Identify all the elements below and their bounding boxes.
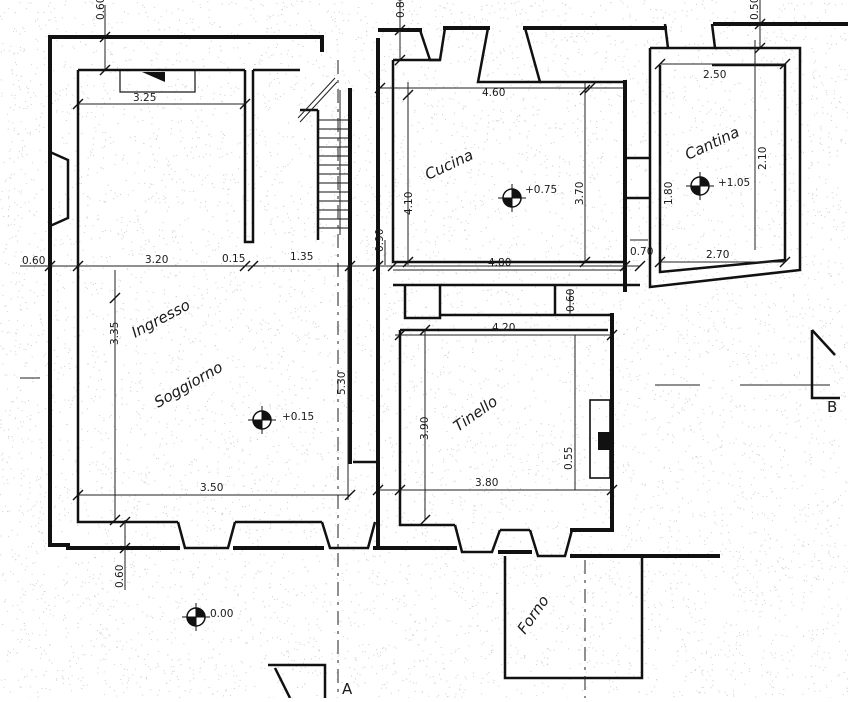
- soggiorno-inner-left: [78, 70, 178, 522]
- window-tinello-right: [530, 530, 572, 556]
- level-marker-cucina: [498, 184, 526, 212]
- room-label-soggiorno: Soggiorno: [151, 358, 226, 412]
- partition-wall: [245, 70, 253, 242]
- dim-soggiorno-bottom-width: 3.50: [200, 482, 223, 494]
- dimension-lines: [20, 0, 785, 590]
- dim-soggiorno-height: 3.35: [109, 322, 121, 345]
- dim-cucina-top-width: 4.60: [482, 87, 505, 99]
- section-lines: [20, 60, 840, 698]
- window-bottom-mid: [322, 522, 375, 548]
- dim-partition-width: 0.15: [222, 253, 245, 265]
- dim-cantina-top-width: 2.50: [703, 69, 726, 81]
- walls: [50, 24, 848, 678]
- niche-mark: [142, 72, 165, 82]
- stair-steps: [318, 120, 350, 228]
- dim-cucina-left-height: 4.10: [403, 192, 415, 215]
- level-marker-outside: [182, 603, 210, 631]
- stair-cut-line: [298, 78, 335, 118]
- level-marker-soggiorno: [248, 406, 276, 434]
- section-label-a: A: [342, 680, 353, 698]
- level-cucina: +0.75: [525, 184, 557, 196]
- dim-soggiorno-top-width: 3.25: [133, 92, 156, 104]
- dim-wall-090: 0.90: [374, 229, 386, 252]
- room-label-cucina: Cucina: [422, 146, 476, 184]
- room-label-cantina: Cantina: [682, 123, 742, 164]
- dim-cantina-left-height: 1.80: [663, 182, 675, 205]
- dim-cantina-right-height: 2.10: [757, 147, 769, 170]
- dim-soggiorno-right-height: 5.30: [336, 372, 348, 395]
- dim-cucina-bottom-width: 4.80: [488, 257, 511, 269]
- window-cucina-left: [420, 28, 445, 60]
- dim-cucina-tinello-wall: 0.60: [565, 289, 577, 312]
- dim-cucina-right-height: 3.70: [574, 182, 586, 205]
- dim-cantina-bottom-width: 2.70: [706, 249, 729, 261]
- corridor-connector: [405, 285, 440, 318]
- labels: Ingresso Soggiorno Cucina Cantina Tinell…: [22, 0, 837, 698]
- window-bottom-left: [178, 522, 235, 548]
- dim-tinello-top-width: 4.20: [492, 322, 515, 334]
- section-marker-a-diag: [275, 668, 290, 698]
- section-marker-b-diag: [812, 330, 835, 355]
- fireplace-mark: [598, 432, 612, 450]
- dim-stair-width: 1.35: [290, 251, 313, 263]
- room-label-tinello: Tinello: [450, 392, 501, 435]
- outer-wall-left: [50, 37, 322, 545]
- dim-cantina-wall: 0.70: [630, 246, 653, 258]
- dim-row-left-thickness: 0.60: [22, 255, 45, 267]
- window-cucina-right: [478, 28, 540, 82]
- level-marker-cantina: [686, 172, 714, 200]
- room-label-ingresso: Ingresso: [128, 296, 193, 342]
- tinello-right-wall: [572, 315, 612, 530]
- left-window-bay: [50, 152, 68, 226]
- dim-soggiorno-width: 3.20: [145, 254, 168, 266]
- level-outside: 0.00: [210, 608, 233, 620]
- dim-tinello-height: 3.90: [419, 417, 431, 440]
- level-markers: [182, 172, 714, 631]
- window-tinello-left: [455, 525, 500, 552]
- level-cantina: +1.05: [718, 177, 750, 189]
- level-soggiorno: +0.15: [282, 411, 314, 423]
- staircase: [298, 78, 350, 240]
- room-label-forno: Forno: [514, 592, 553, 637]
- section-label-b: B: [827, 398, 837, 416]
- dim-top-middle-thickness: 0.80: [395, 0, 407, 18]
- dim-fireplace-depth: 0.55: [563, 447, 575, 470]
- section-marker-b: [812, 330, 840, 398]
- dim-top-left-thickness: 0.60: [95, 0, 107, 20]
- dim-tinello-bottom-width: 3.80: [475, 477, 498, 489]
- dim-bottom-left-thickness: 0.60: [114, 565, 126, 588]
- dim-top-right-thickness: 0.50: [749, 0, 761, 20]
